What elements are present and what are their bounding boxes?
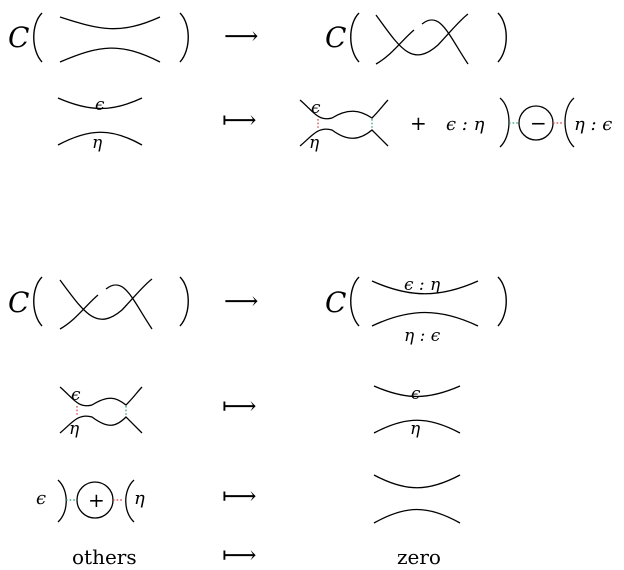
label-eps-colon-eta: ϵ : η: [404, 275, 441, 295]
plus-sign: +: [410, 111, 427, 135]
paren-open: [33, 12, 43, 63]
lower-arc: [373, 508, 461, 524]
upper-arc: [59, 16, 161, 30]
upper-strand: [59, 386, 143, 407]
paren-close: [497, 12, 507, 63]
label-eta: η: [69, 419, 80, 439]
functor-c-left-1: C: [8, 21, 29, 54]
zero-label: zero: [397, 545, 441, 569]
label-eta: η: [410, 419, 421, 439]
lower-strand: [59, 415, 143, 434]
label-eps: ϵ: [411, 384, 421, 404]
label-eps-colon-eta: ϵ : η: [446, 114, 485, 135]
lower-arc: [373, 419, 461, 434]
upper-arc: [373, 474, 461, 489]
lower-arc: [57, 131, 143, 146]
crossing-strand-b-lower: [59, 294, 99, 330]
circle-plus-label: +: [88, 488, 105, 512]
others-label: others: [72, 545, 137, 569]
label-eta-colon-eps: η : ϵ: [574, 114, 612, 135]
mapsto-4: ⟼: [222, 541, 256, 569]
upper-strand: [299, 99, 389, 120]
label-eps: ϵ: [311, 98, 321, 118]
upper-arc: [373, 385, 461, 398]
functor-c-right-1: C: [325, 21, 346, 54]
crossing-strand-b-upper: [421, 19, 469, 65]
crossing-strand-a: [59, 278, 153, 320]
paren-close: [179, 276, 189, 327]
crossing-strand-a: [375, 13, 469, 56]
paren-open: [350, 276, 360, 327]
arrow-2: ⟶: [224, 287, 258, 315]
label-eps: ϵ: [95, 95, 105, 115]
crossing-strand-b-lower: [375, 29, 415, 65]
right-bracket-arc: [57, 479, 67, 523]
paren-open: [350, 12, 360, 63]
arrow-1: ⟶: [224, 22, 258, 50]
left-bracket-arc: [564, 97, 575, 148]
label-eta: η: [134, 488, 145, 509]
paren-close: [179, 12, 189, 63]
paren-open: [33, 276, 43, 327]
upper-arc: [371, 280, 479, 295]
right-bracket-arc: [499, 97, 510, 148]
lower-strand: [299, 128, 389, 147]
mapsto-1: ⟼: [222, 106, 256, 134]
crossing-strand-b-upper: [105, 284, 153, 330]
lower-arc: [371, 311, 479, 327]
paren-close: [497, 276, 507, 327]
label-eta: η: [309, 133, 320, 153]
mapsto-3: ⟼: [222, 482, 256, 510]
functor-c-left-2: C: [8, 286, 29, 319]
label-eps: ϵ: [71, 385, 81, 405]
circle-minus-label: −: [530, 111, 547, 135]
left-bracket-arc: [125, 479, 135, 523]
lower-arc: [59, 47, 161, 63]
label-eps: ϵ: [36, 488, 46, 509]
upper-arc: [57, 97, 143, 110]
label-eta-colon-eps: η : ϵ: [404, 326, 441, 346]
mapsto-2: ⟼: [222, 392, 256, 420]
label-eta: η: [92, 133, 103, 153]
functor-c-right-2: C: [325, 286, 346, 319]
